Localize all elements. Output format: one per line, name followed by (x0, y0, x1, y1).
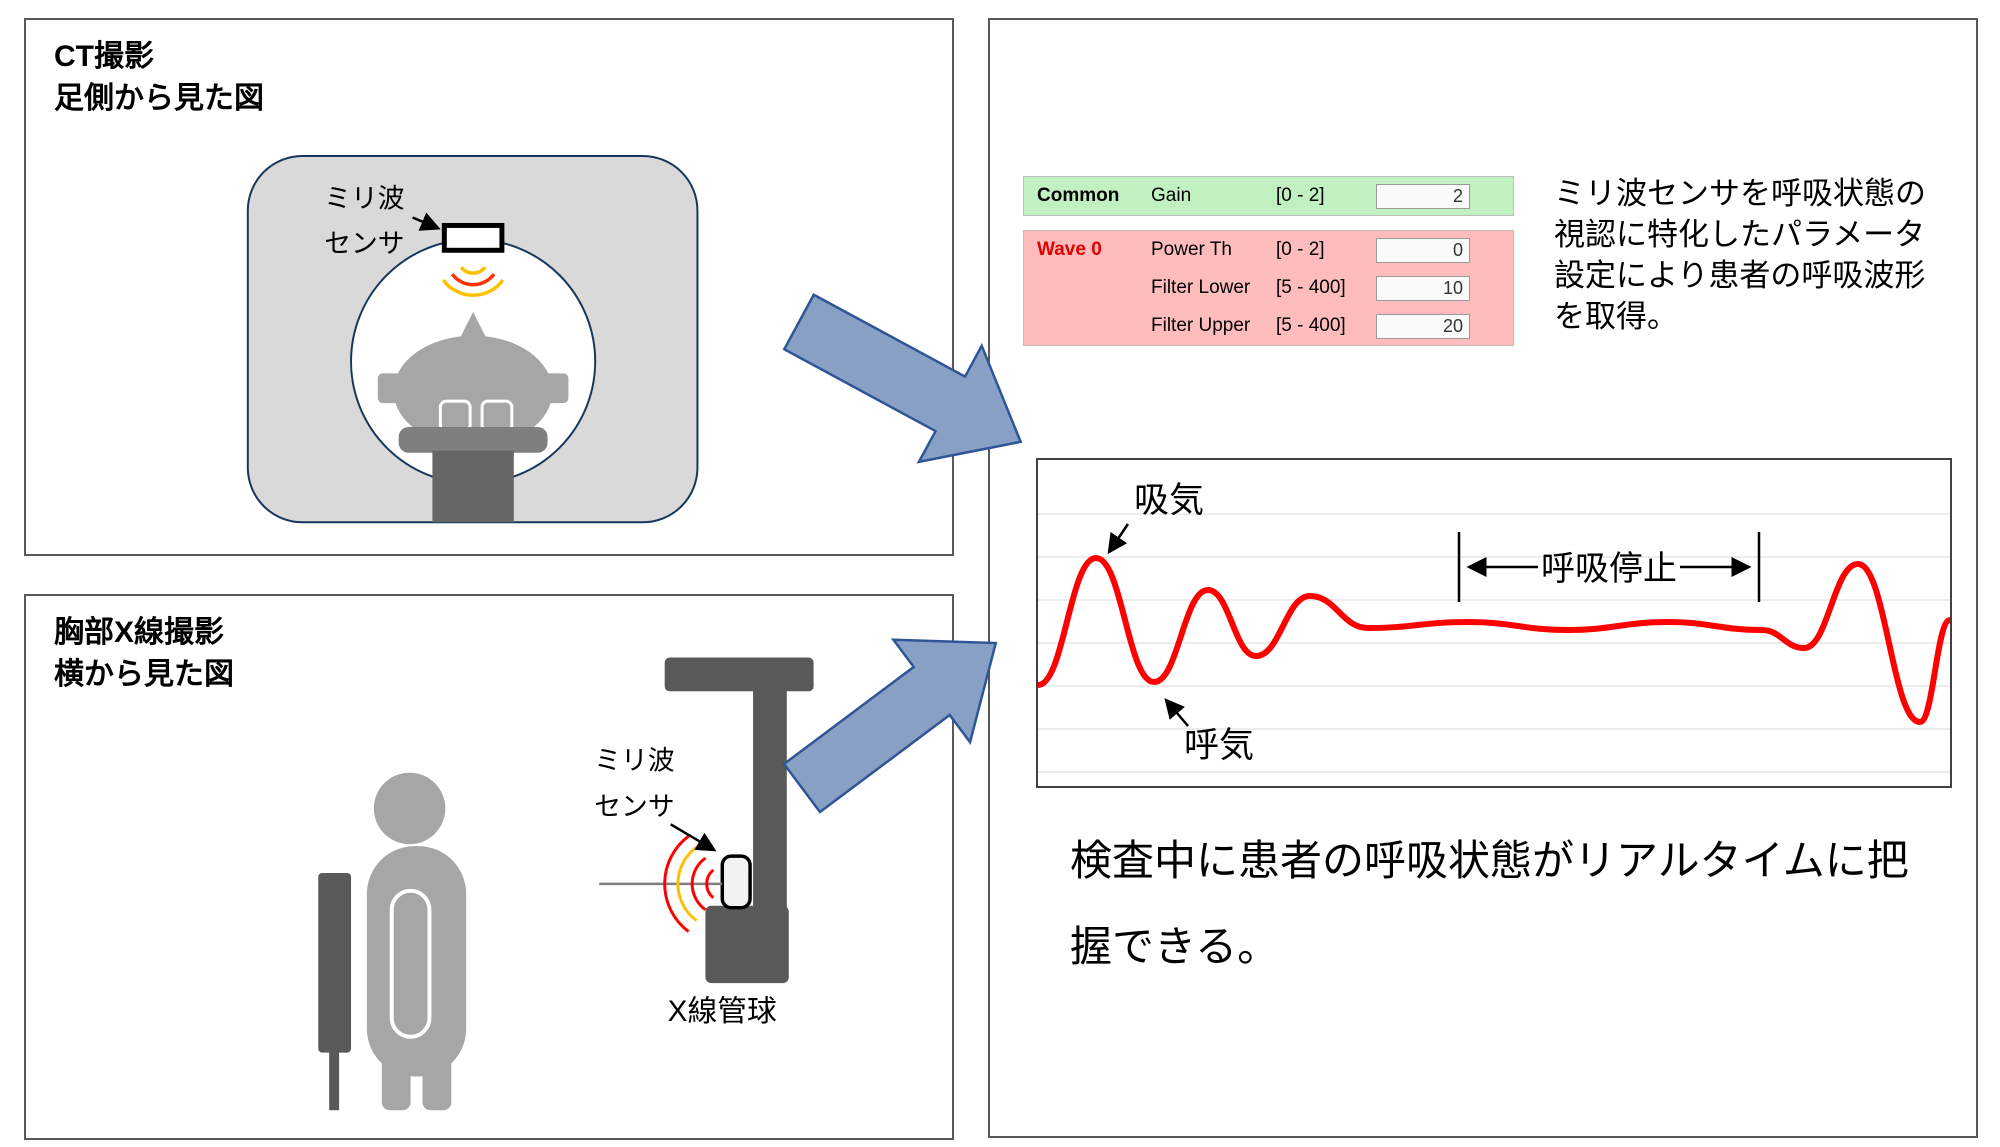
ct-sensor-label-line2: センサ (324, 228, 404, 258)
xray-tube-label: X線管球 (668, 995, 777, 1028)
ct-title-line2: 足側から見た図 (54, 82, 264, 115)
xray-tube-stand (664, 657, 814, 984)
param-group-label: Common (1037, 185, 1120, 206)
param-name: Filter Lower (1151, 277, 1251, 298)
param-range: [0 - 2] (1276, 239, 1325, 260)
ear-right (542, 373, 569, 404)
param-group-label: Wave 0 (1037, 239, 1102, 260)
gridlines (1038, 513, 1950, 773)
lung-field-outline (389, 888, 432, 1039)
xray-tube-housing (705, 905, 789, 984)
param-row-filter-upper: Filter Upper [5 - 400] (1024, 307, 1513, 345)
xray-sensor-pointer-arrow (670, 823, 717, 852)
filter-lower-input[interactable] (1376, 275, 1470, 301)
ear-left (377, 373, 404, 404)
ct-illustration: ミリ波 センサ (246, 154, 699, 524)
ct-sensor-pointer-arrow (412, 212, 441, 231)
respiration-chart-svg: 呼吸停止 吸気 呼気 (1038, 481, 1950, 773)
param-range: [5 - 400] (1276, 277, 1346, 298)
param-name: Filter Upper (1151, 315, 1251, 336)
param-row-power-th: Wave 0 Power Th [0 - 2] (1024, 231, 1513, 269)
detector-panel (318, 872, 352, 1053)
inhale-pointer-arrow (1107, 523, 1130, 555)
leg-right (422, 1054, 452, 1111)
param-name: Power Th (1151, 239, 1232, 260)
inhale-label: 吸気 (1134, 481, 1204, 520)
param-range: [5 - 400] (1276, 315, 1346, 336)
respiration-waveform (1038, 555, 1950, 725)
conclusion-text: 検査中に患者の呼吸状態がリアルタイムに把握できる。 (1070, 837, 1909, 971)
sensor-wave-arcs-ct (441, 265, 505, 298)
leg-left (381, 1054, 411, 1111)
ct-sensor-label-line1: ミリ波 (324, 184, 404, 214)
breath-hold-label: 呼吸停止 (1541, 550, 1677, 588)
headrest-bar (398, 426, 548, 453)
wave0-parameter-group: Wave 0 Power Th [0 - 2] Filter Lower [5 … (1023, 230, 1514, 346)
xray-panel-title: 胸部X線撮影 横から見た図 (54, 612, 234, 696)
result-panel: Common Gain [0 - 2] Wave 0 Power Th [0 -… (988, 18, 1978, 1138)
parameter-table: Common Gain [0 - 2] Wave 0 Power Th [0 -… (1023, 176, 1514, 346)
patient-head (377, 311, 569, 447)
xray-illustration: ミリ波 センサ X線管球 (318, 657, 814, 1111)
param-row-filter-lower: Filter Lower [5 - 400] (1024, 269, 1513, 307)
mmwave-sensor-ct (441, 222, 505, 253)
ct-title-line1: CT撮影 (54, 40, 154, 73)
inhale-annotation: 吸気 (1107, 481, 1204, 555)
patient-standing (366, 772, 467, 1111)
filter-upper-input[interactable] (1376, 313, 1470, 339)
exhale-annotation: 呼気 (1164, 698, 1254, 765)
param-name: Gain (1151, 185, 1192, 206)
param-row-gain: Common Gain [0 - 2] (1024, 177, 1513, 215)
ct-panel: CT撮影 足側から見た図 ミリ波 センサ (24, 18, 954, 556)
ct-panel-title: CT撮影 足側から見た図 (54, 36, 264, 120)
tube-stand-top-bar (664, 657, 814, 692)
xray-title-line2: 横から見た図 (54, 658, 234, 691)
xray-panel: 胸部X線撮影 横から見た図 ミリ波 (24, 594, 954, 1140)
exhale-pointer-arrow (1164, 698, 1189, 727)
gain-input[interactable] (1376, 183, 1470, 209)
tube-stand-column (753, 689, 787, 908)
xray-title-line1: 胸部X線撮影 (54, 616, 225, 649)
xray-sensor-label-line1: ミリ波 (594, 746, 674, 776)
respiration-chart: 呼吸停止 吸気 呼気 (1036, 458, 1952, 788)
detector-stand (329, 1050, 340, 1111)
power-th-input[interactable] (1376, 237, 1470, 263)
sensor-wave-arcs-xray (663, 835, 715, 933)
param-range: [0 - 2] (1276, 185, 1325, 206)
common-parameter-group: Common Gain [0 - 2] (1023, 176, 1514, 216)
exhale-label: 呼気 (1184, 726, 1254, 765)
xray-sensor-label-line2: センサ (594, 791, 674, 821)
parameter-note-text: ミリ波センサを呼吸状態の視認に特化したパラメータ設定により患者の呼吸波形を取得。 (1554, 176, 1926, 334)
headrest-support (432, 450, 514, 523)
mmwave-sensor-xray (720, 854, 752, 910)
breath-hold-annotation: 呼吸停止 (1457, 532, 1761, 602)
